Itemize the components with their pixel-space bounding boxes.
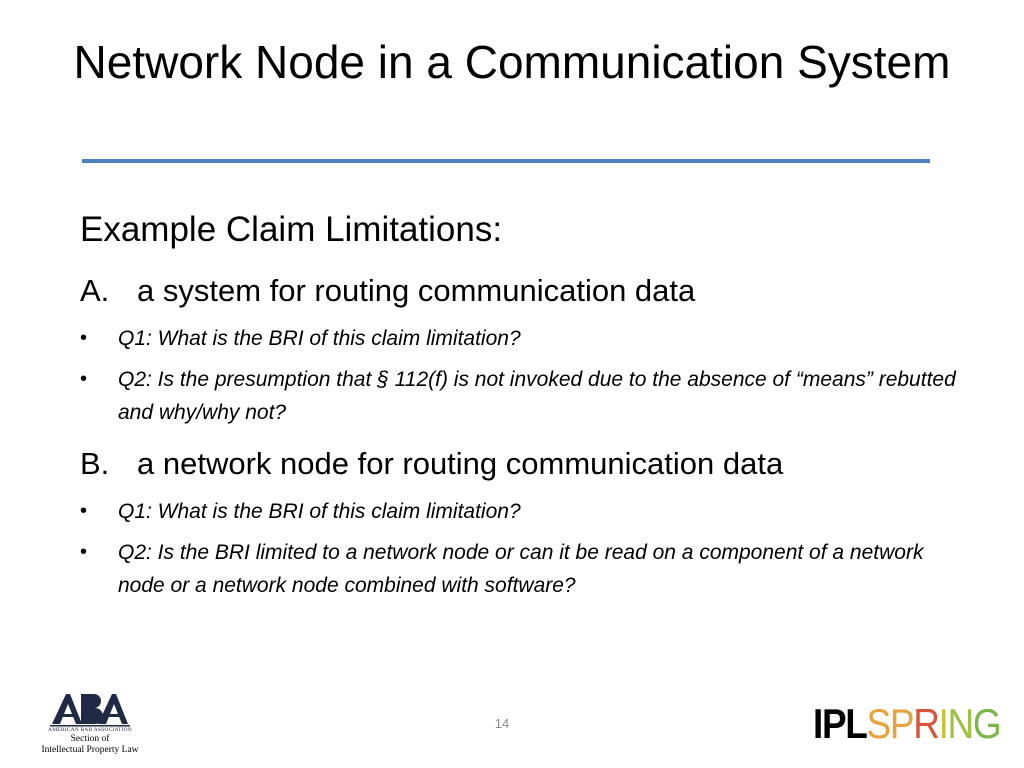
ipl-logo-letter: G xyxy=(972,700,1002,747)
title-underline xyxy=(82,159,930,163)
question-bullet: • Q1: What is the BRI of this claim limi… xyxy=(80,322,965,355)
aba-tagline: AMERICAN BAR ASSOCIATION xyxy=(48,727,132,733)
aba-section-name: Section of Intellectual Property Law xyxy=(30,734,150,756)
claim-item-b: B. a network node for routing communicati… xyxy=(80,444,783,484)
ipl-spring-logo: IPLSPRING xyxy=(813,700,1002,748)
bullet-icon: • xyxy=(80,368,88,390)
bullet-text: Q1: What is the BRI of this claim limita… xyxy=(118,327,521,350)
ipl-logo-letter: S xyxy=(866,700,892,747)
aba-mark-icon xyxy=(50,694,130,727)
ipl-logo-letter: R xyxy=(913,700,940,747)
ipl-logo-suffix: SPRING xyxy=(866,700,1002,747)
ipl-logo-letter: N xyxy=(947,700,975,747)
item-text: a network node for routing communication… xyxy=(137,446,784,481)
page-number: 14 xyxy=(494,716,510,731)
aba-section-logo: AMERICAN BAR ASSOCIATION Section of Inte… xyxy=(30,690,150,760)
question-bullet: • Q1: What is the BRI of this claim limi… xyxy=(80,495,965,528)
item-text: a system for routing communication data xyxy=(137,273,696,308)
aba-section-line: Intellectual Property Law xyxy=(41,745,139,755)
aba-section-line: Section of xyxy=(70,734,110,744)
item-letter: A. xyxy=(80,273,110,308)
bullet-text: Q2: Is the presumption that § 112(f) is … xyxy=(118,368,956,424)
bullet-icon: • xyxy=(80,327,88,349)
ipl-logo-letter: I xyxy=(938,700,949,747)
section-heading: Example Claim Limitations: xyxy=(80,210,503,249)
bullet-icon: • xyxy=(80,500,88,522)
item-letter: B. xyxy=(80,446,110,481)
ipl-logo-letter: P xyxy=(889,700,915,747)
question-bullet: • Q2: Is the presumption that § 112(f) i… xyxy=(80,363,965,429)
bullet-text: Q1: What is the BRI of this claim limita… xyxy=(118,500,521,523)
bullet-text: Q2: Is the BRI limited to a network node… xyxy=(118,541,924,597)
bullet-icon: • xyxy=(80,541,88,563)
slide-title: Network Node in a Communication System xyxy=(73,36,951,88)
ipl-logo-prefix: IPL xyxy=(813,700,868,747)
question-bullet: • Q2: Is the BRI limited to a network no… xyxy=(80,536,965,602)
claim-item-a: A. a system for routing communication dat… xyxy=(80,271,695,311)
